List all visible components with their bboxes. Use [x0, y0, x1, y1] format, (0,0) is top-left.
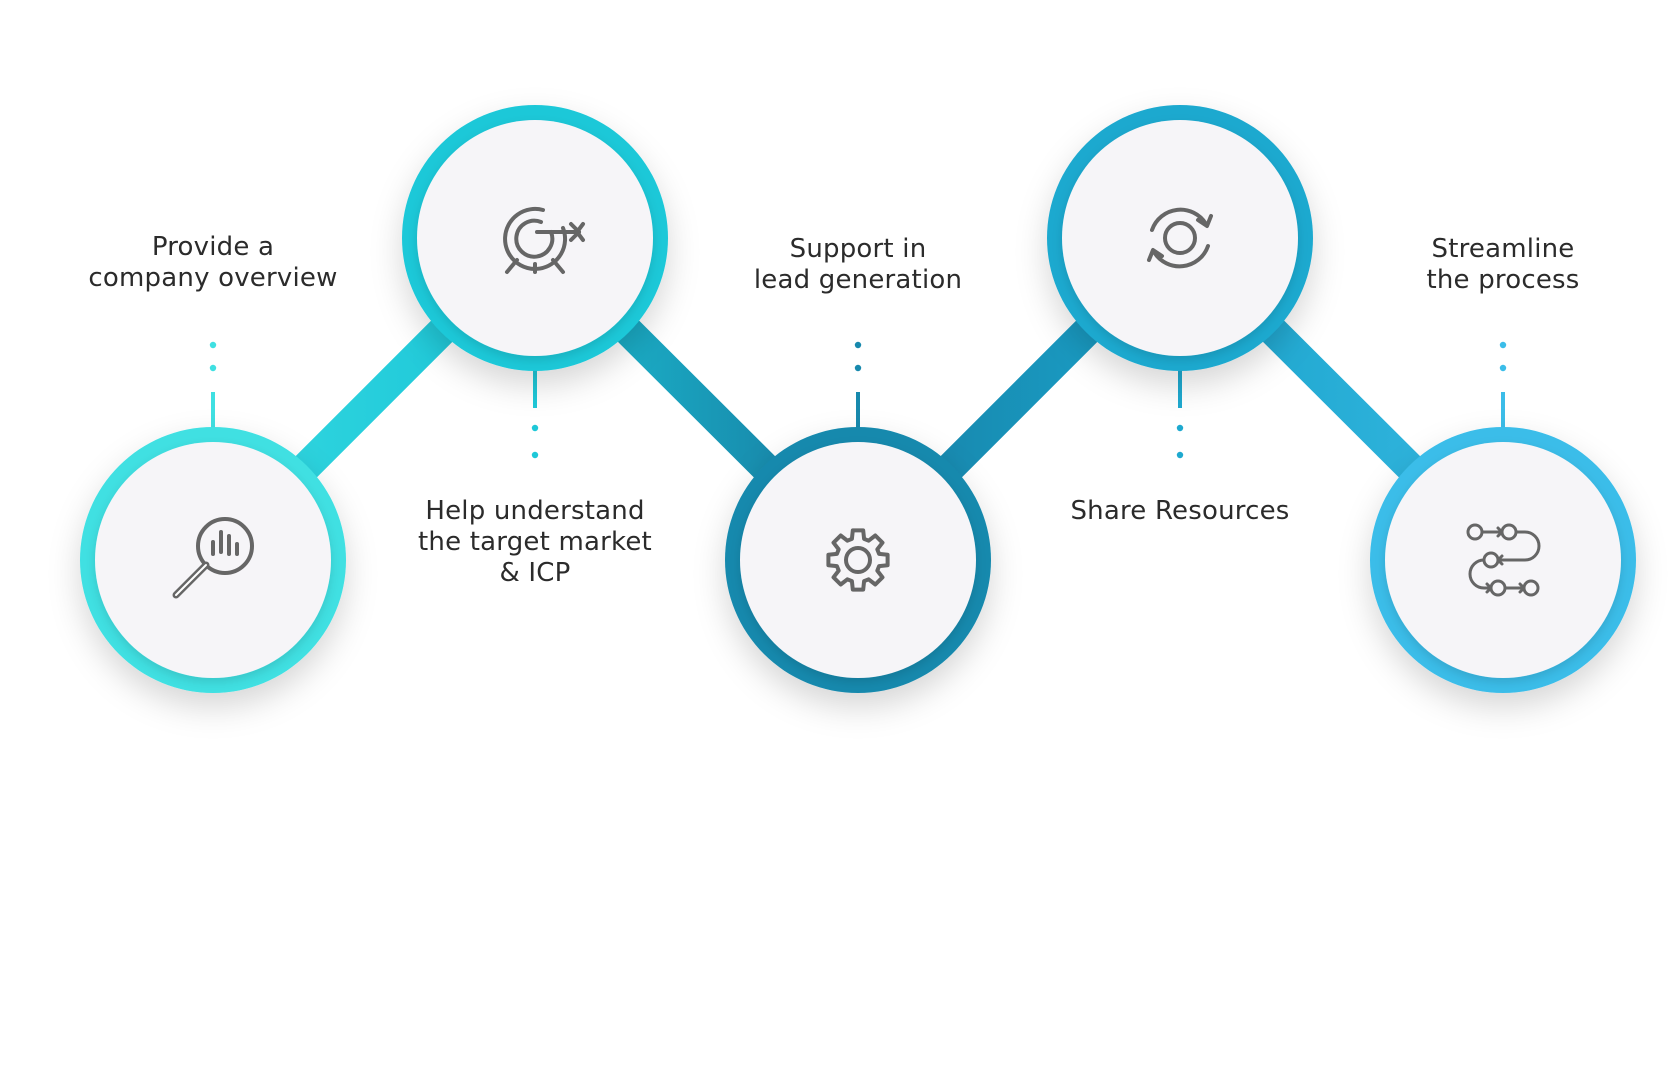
step-node-streamline	[1370, 427, 1636, 693]
step-label-line: the target market	[418, 527, 652, 557]
step-label-line: lead generation	[753, 265, 963, 295]
dotted-tick	[209, 341, 217, 428]
target-arrow-icon	[503, 206, 585, 274]
step-label-line: & ICP	[499, 558, 571, 588]
dotted-tick	[531, 370, 539, 459]
process-flow-icon	[1466, 523, 1541, 597]
step-label-line: Streamline	[1431, 234, 1575, 264]
step-disc	[1062, 120, 1298, 356]
step-label-share-resources: Share Resources	[1010, 496, 1350, 527]
dotted-tick	[854, 341, 862, 428]
step-label-line: Share Resources	[1070, 496, 1290, 526]
step-label-line: Provide a	[151, 232, 275, 262]
magnifier-chart-icon	[172, 517, 254, 599]
step-label-line: company overview	[88, 263, 338, 293]
step-node-share-resources	[1047, 105, 1313, 371]
step-label-line: Help understand	[425, 496, 645, 526]
gear-icon	[826, 528, 890, 592]
step-node-lead-generation	[725, 427, 991, 693]
step-label-line: Support in	[789, 234, 927, 264]
refresh-cycle-icon	[1147, 207, 1213, 269]
step-disc	[740, 442, 976, 678]
dotted-tick	[1499, 341, 1507, 428]
step-disc	[95, 442, 331, 678]
dotted-tick	[1176, 370, 1184, 459]
step-label-line: the process	[1426, 265, 1580, 295]
step-node-company-overview	[80, 427, 346, 693]
step-disc	[417, 120, 653, 356]
step-node-target-market	[402, 105, 668, 371]
